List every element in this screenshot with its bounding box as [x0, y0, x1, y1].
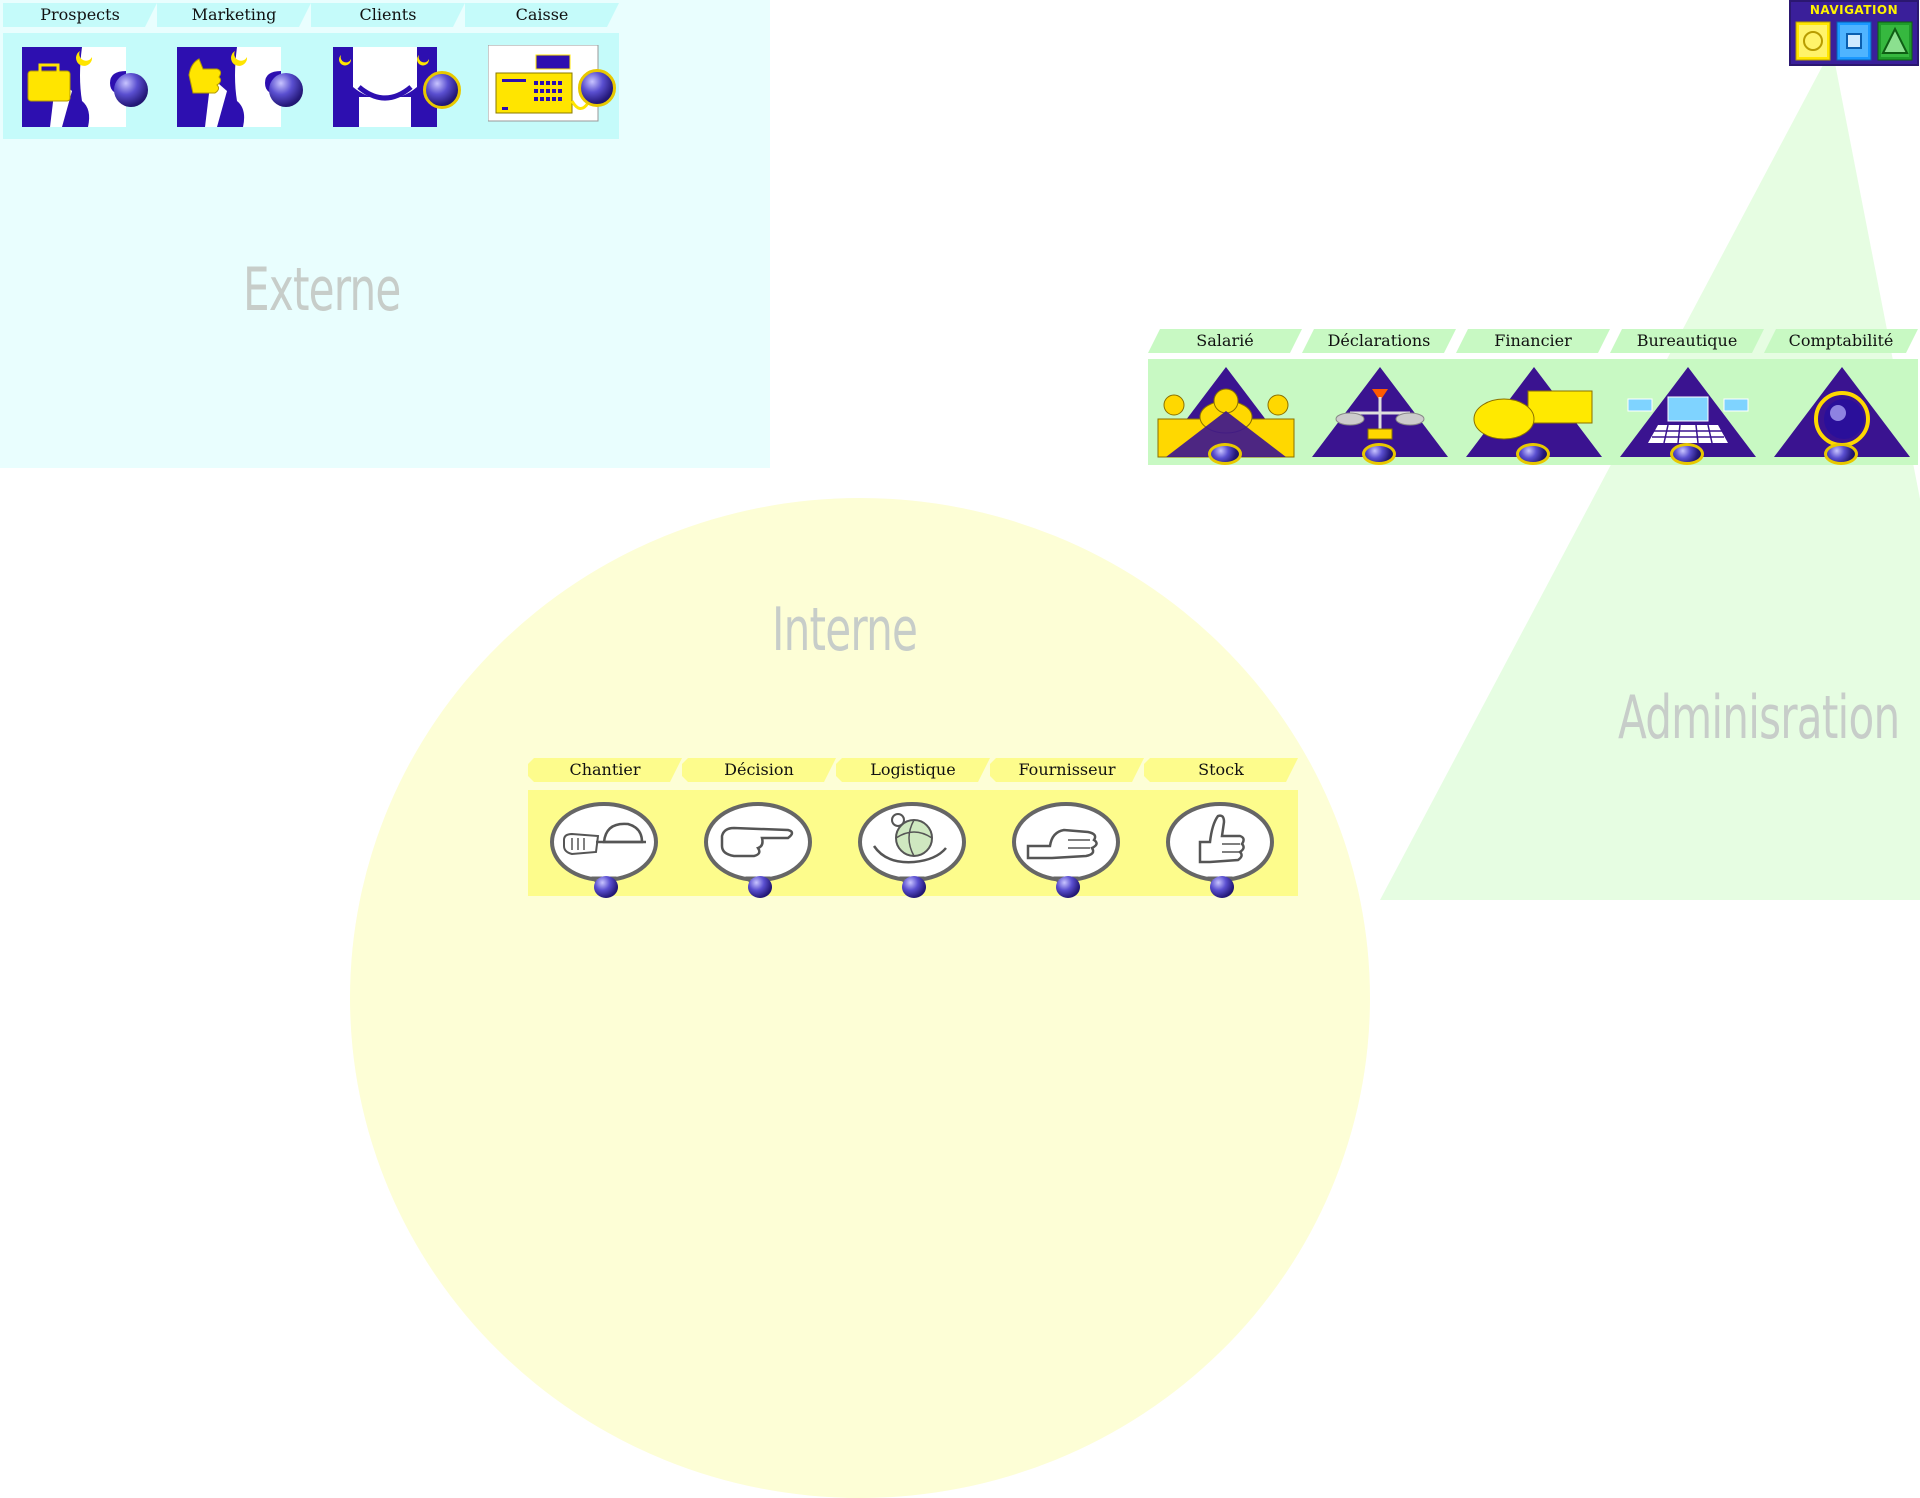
- navigation-box: NAVIGATION: [1789, 0, 1919, 66]
- fournisseur-ball: [1056, 876, 1080, 898]
- administration-zone-label: Adminisration: [1618, 683, 1900, 753]
- tab-salarie[interactable]: Salarié: [1148, 329, 1302, 353]
- prospects-tile[interactable]: [22, 47, 158, 127]
- administration-module-group: Salarié Déclarations Financier Bureautiq…: [1148, 329, 1918, 465]
- financier-tile[interactable]: [1464, 367, 1604, 465]
- tab-clients[interactable]: Clients: [311, 3, 465, 27]
- tab-salarie-label: Salarié: [1196, 331, 1254, 350]
- navigation-title: NAVIGATION: [1809, 3, 1899, 17]
- caisse-ball: [578, 69, 616, 107]
- caisse-tile[interactable]: [487, 44, 624, 129]
- tab-stock[interactable]: Stock: [1144, 758, 1298, 782]
- stock-tile[interactable]: [1166, 802, 1276, 898]
- declarations-tile[interactable]: [1310, 367, 1450, 465]
- finance-shapes-icon: [1466, 367, 1602, 457]
- bureautique-ball: [1670, 443, 1704, 465]
- clients-tile[interactable]: [333, 47, 469, 127]
- tab-clients-label: Clients: [359, 5, 417, 24]
- hand-holding-globe-icon: [858, 802, 966, 897]
- logistique-tile[interactable]: [858, 802, 968, 898]
- nav-square-button[interactable]: [1836, 21, 1872, 61]
- externe-module-group: Prospects Marketing Clients Caisse: [3, 3, 619, 139]
- prospects-ball: [114, 73, 148, 107]
- triangle-icon: [1877, 21, 1913, 61]
- tab-bureautique[interactable]: Bureautique: [1610, 329, 1764, 353]
- tab-marketing[interactable]: Marketing: [157, 3, 311, 27]
- employees-icon: [1157, 367, 1295, 458]
- tab-chantier-label: Chantier: [569, 760, 641, 779]
- square-icon: [1836, 21, 1872, 61]
- computer-network-icon: [1620, 367, 1756, 457]
- externe-tab-bar: Prospects Marketing Clients Caisse: [3, 3, 619, 27]
- nav-circle-button[interactable]: [1795, 21, 1831, 61]
- marketing-tile[interactable]: [177, 47, 313, 127]
- circle-icon: [1795, 21, 1831, 61]
- interne-zone-label: Interne: [772, 595, 918, 665]
- tab-fournisseur[interactable]: Fournisseur: [990, 758, 1144, 782]
- decision-tile[interactable]: [704, 802, 814, 898]
- administration-tab-bar: Salarié Déclarations Financier Bureautiq…: [1148, 329, 1918, 353]
- tab-prospects-label: Prospects: [40, 5, 120, 24]
- externe-zone-label: Externe: [243, 255, 401, 325]
- clients-ball: [423, 71, 461, 109]
- tab-logistique-label: Logistique: [870, 760, 956, 779]
- nav-triangle-button[interactable]: [1877, 21, 1913, 61]
- thumbs-up-person-icon: [177, 47, 281, 127]
- tab-caisse[interactable]: Caisse: [465, 3, 619, 27]
- financier-ball: [1516, 443, 1550, 465]
- tab-logistique[interactable]: Logistique: [836, 758, 990, 782]
- interne-module-group: Chantier Décision Logistique Fournisseur…: [528, 758, 1298, 898]
- tab-decision[interactable]: Décision: [682, 758, 836, 782]
- interne-tab-bar: Chantier Décision Logistique Fournisseur…: [528, 758, 1298, 782]
- administration-icon-panel: [1148, 359, 1918, 465]
- tab-comptabilite[interactable]: Comptabilité: [1764, 329, 1918, 353]
- fournisseur-tile[interactable]: [1012, 802, 1122, 898]
- tab-declarations-label: Déclarations: [1327, 331, 1431, 350]
- tab-comptabilite-label: Comptabilité: [1788, 331, 1894, 350]
- handshake-icon: [333, 47, 437, 127]
- tab-decision-label: Décision: [724, 760, 794, 779]
- tab-prospects[interactable]: Prospects: [3, 3, 157, 27]
- administration-zone: [1380, 48, 1920, 900]
- chantier-ball: [594, 876, 618, 898]
- declarations-ball: [1362, 443, 1396, 465]
- hand-holding-helmet-icon: [550, 802, 658, 897]
- tab-stock-label: Stock: [1198, 760, 1244, 779]
- briefcase-person-icon: [22, 47, 126, 127]
- tab-bureautique-label: Bureautique: [1636, 331, 1738, 350]
- marketing-ball: [269, 73, 303, 107]
- accounting-ring-icon: [1774, 367, 1910, 457]
- tab-caisse-label: Caisse: [515, 5, 569, 24]
- tab-marketing-label: Marketing: [191, 5, 277, 24]
- tab-financier-label: Financier: [1494, 331, 1572, 350]
- comptabilite-ball: [1824, 443, 1858, 465]
- externe-icon-panel: [3, 33, 619, 139]
- salarie-ball: [1208, 443, 1242, 465]
- stock-ball: [1210, 876, 1234, 898]
- tab-fournisseur-label: Fournisseur: [1018, 760, 1116, 779]
- decision-ball: [748, 876, 772, 898]
- bureautique-tile[interactable]: [1618, 367, 1758, 465]
- tab-declarations[interactable]: Déclarations: [1302, 329, 1456, 353]
- comptabilite-tile[interactable]: [1772, 367, 1912, 465]
- interne-icon-panel: [528, 790, 1298, 898]
- salarie-tile[interactable]: [1156, 367, 1296, 465]
- tab-chantier[interactable]: Chantier: [528, 758, 682, 782]
- balance-scale-icon: [1312, 367, 1448, 457]
- logistique-ball: [902, 876, 926, 898]
- tab-financier[interactable]: Financier: [1456, 329, 1610, 353]
- chantier-tile[interactable]: [550, 802, 660, 898]
